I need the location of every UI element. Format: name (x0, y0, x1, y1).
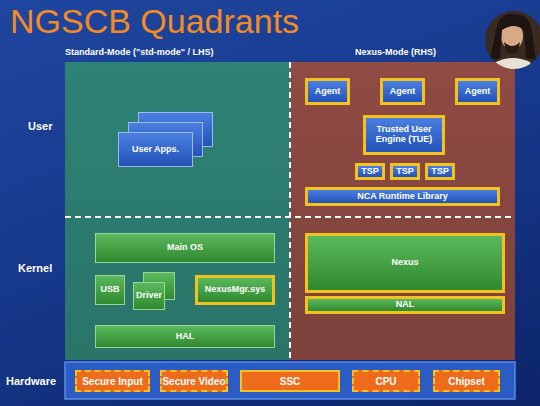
box-text: SSC (280, 376, 301, 387)
hardware-box: CPU (352, 370, 420, 392)
box-text: Agent (315, 87, 341, 97)
box-text: Secure Video (162, 376, 225, 387)
nexus-box: Nexus (305, 233, 505, 293)
box-text: Main OS (167, 243, 203, 253)
mode-panel: Standard-Mode ("std-mode" / LHS)User App… (65, 62, 290, 360)
box-text: NexusMgr.sys (205, 285, 266, 295)
box-text: Nexus (391, 258, 418, 268)
usb-box: USB (95, 275, 125, 305)
panel-heading: Standard-Mode ("std-mode" / LHS) (65, 48, 214, 58)
ring-divider (65, 216, 515, 218)
tsp-box: TSP (425, 163, 455, 180)
engine-box: Trusted User Engine (TUE) (363, 115, 445, 155)
box-text: TSP (361, 167, 379, 177)
row-label: Kernel (18, 262, 52, 274)
driver-box: Driver (133, 282, 165, 310)
tsp-box: TSP (390, 163, 420, 180)
agent-box: Agent (380, 78, 425, 105)
mode-divider (289, 62, 291, 360)
tsp-box: TSP (355, 163, 385, 180)
box-text: Trusted User Engine (TUE) (366, 125, 442, 145)
box-text: USB (100, 285, 119, 295)
hardware-box: SSC (240, 370, 340, 392)
hardware-box: Chipset (433, 370, 500, 392)
nexusmgr-box: NexusMgr.sys (195, 275, 275, 305)
box-text: Agent (390, 87, 416, 97)
box-text: User Apps. (132, 145, 179, 155)
hardware-box: Secure Video (160, 370, 228, 392)
box-text: NCA Runtime Library (357, 192, 448, 202)
mode-panel: Nexus-Mode (RHS)AgentAgentAgentTrusted U… (290, 62, 515, 360)
box-text: CPU (375, 376, 396, 387)
slide-title: NGSCB Quadrants (10, 2, 299, 41)
box-text: Secure Input (82, 376, 143, 387)
box-text: TSP (431, 167, 449, 177)
panel-heading: Nexus-Mode (RHS) (355, 48, 436, 58)
hardware-band (65, 362, 515, 399)
box-text: HAL (176, 332, 195, 342)
agent-box: Agent (305, 78, 350, 105)
app-box: User Apps. (118, 132, 193, 167)
box-text: Agent (465, 87, 491, 97)
os-box: Main OS (95, 233, 275, 263)
agent-box: Agent (455, 78, 500, 105)
box-text: Driver (136, 291, 162, 301)
hal-box: HAL (95, 325, 275, 348)
row-label: User (28, 120, 52, 132)
hardware-box: Secure Input (75, 370, 150, 392)
box-text: TSP (396, 167, 414, 177)
library-box: NCA Runtime Library (305, 187, 500, 206)
portrait (480, 5, 540, 75)
box-text: NAL (396, 300, 415, 310)
row-label: Hardware (6, 375, 56, 387)
nal-box: NAL (305, 296, 505, 314)
box-text: Chipset (448, 376, 485, 387)
